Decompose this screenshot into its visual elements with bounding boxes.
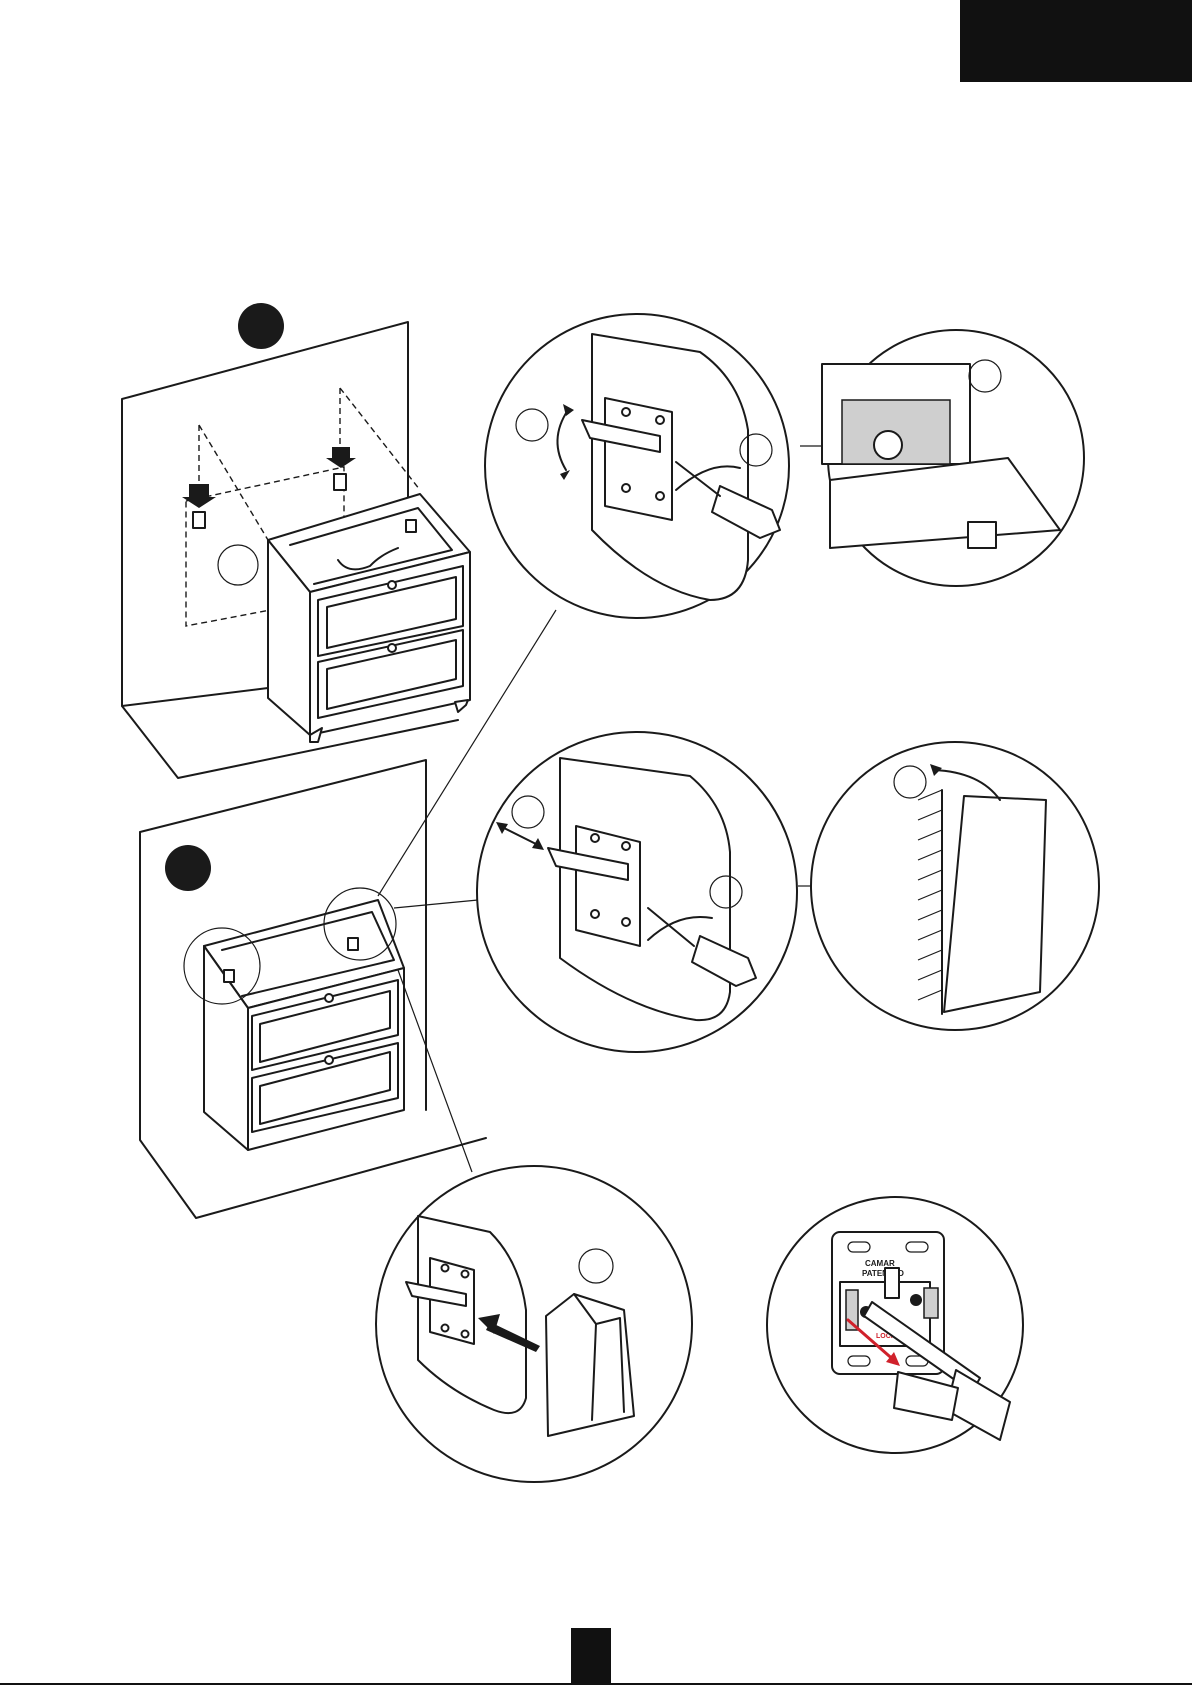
step-1-marker [238,303,284,349]
screw-icon [591,910,599,918]
bracket-brand-label: CAMAR [865,1259,895,1268]
screw-icon [462,1331,469,1338]
wall-bracket-icon [334,474,346,490]
step-1-scene [122,303,470,778]
cabinet-back-panel [944,796,1046,1012]
bracket-tab [924,1288,938,1318]
arrow-down-icon [326,447,356,468]
screw-icon [622,918,630,926]
cabinet-leg [455,700,468,712]
step-2-marker [165,845,211,891]
cabinet-edge [830,458,1060,548]
cabinet-bracket-icon [406,520,416,532]
screw-icon [656,492,664,500]
arrowhead-icon [560,404,574,480]
label-circle [579,1249,613,1283]
cabinet-step-2 [204,900,404,1150]
adjust-screw-icon [910,1294,922,1306]
cabinet-bracket-icon [348,938,358,950]
detail-circle-wall-gap [798,742,1099,1030]
bracket-latch [885,1268,899,1298]
detail-circle-cabinet-rim [800,330,1084,586]
screw-icon [591,834,599,842]
detail-circle-adjust-depth [477,732,797,1052]
label-circle [969,360,1001,392]
screw-icon [462,1271,469,1278]
drawer-knob-icon [325,994,333,1002]
screw-icon [442,1265,449,1272]
screw-icon [656,416,664,424]
label-circle [512,796,544,828]
detail-circle-cover-cap [376,1166,692,1482]
rail-hole-icon [874,431,902,459]
label-circle [516,409,548,441]
screw-icon [622,408,630,416]
cabinet-step-1 [268,494,470,742]
label-circle [894,766,926,798]
drawer-knob-icon [325,1056,333,1064]
screw-icon [442,1325,449,1332]
drawer-knob-icon [388,644,396,652]
wall-hatching [918,790,942,1000]
cabinet-bracket-icon [224,970,234,982]
rotate-arrow-icon [557,410,568,470]
push-arrow-icon [500,826,540,846]
drawer-knob-icon [388,581,396,589]
detail-circle-bracket-lock: CAMAR PATENTED LOCK [767,1197,1023,1453]
wall-bracket-icon [193,512,205,528]
cabinet-bracket-icon [968,522,996,548]
screw-icon [622,484,630,492]
screw-icon [622,842,630,850]
cabinet-bracket-part [894,1372,958,1420]
floor-edge [122,688,268,706]
label-circle [218,545,258,585]
detail-circle-adjust-height [485,314,789,618]
